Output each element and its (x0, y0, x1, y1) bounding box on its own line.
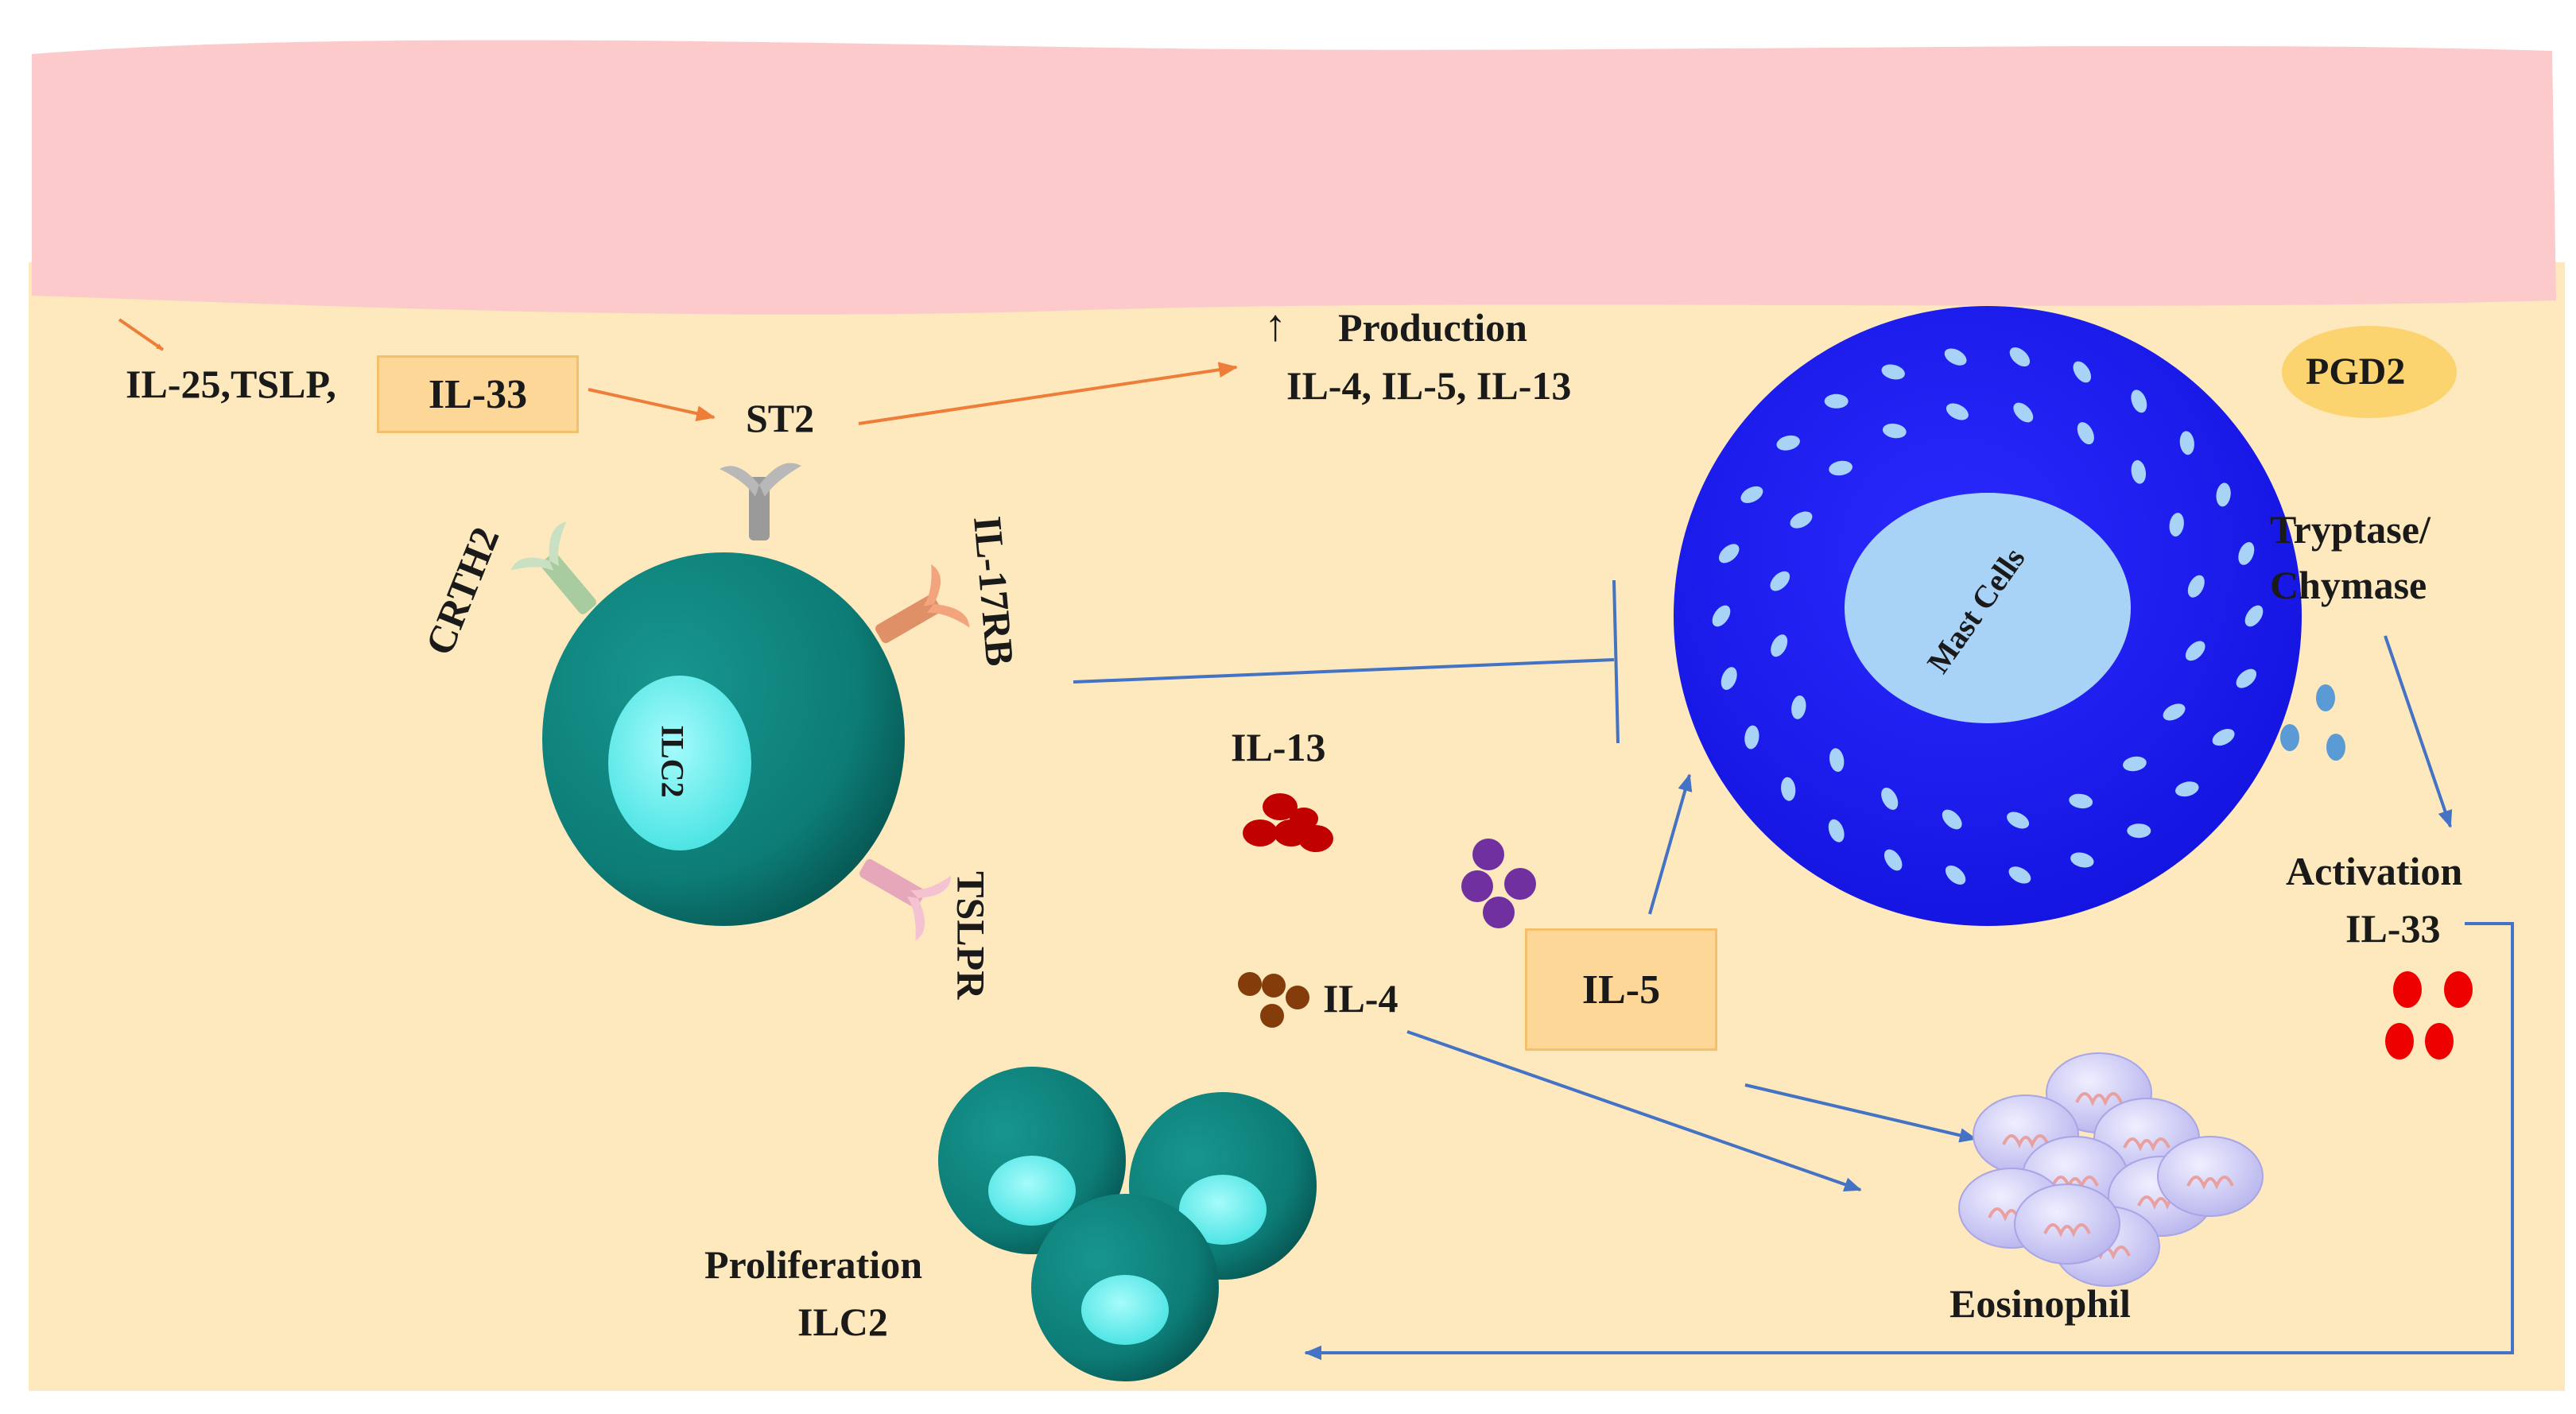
mast-granule (2238, 542, 2255, 565)
mast-granule (1791, 695, 1806, 719)
mast-granule (2185, 641, 2206, 661)
mast-granule (2131, 389, 2147, 413)
mast-granule (2212, 729, 2235, 746)
mast-granule (1781, 777, 1796, 801)
mast-granule (1828, 819, 1845, 843)
mast-granule (1770, 571, 1790, 591)
mast-granule (1881, 787, 1899, 810)
mast-granule (2216, 482, 2231, 507)
arrow-il4-to-eosinophil (1406, 1030, 1862, 1192)
arrow-il33-to-st2 (588, 388, 716, 422)
mast-granule (1946, 403, 1969, 420)
ilc2-nucleus-label: ILC2 (654, 725, 691, 798)
mast-granule (1884, 849, 1903, 871)
mast-granule (2077, 422, 2094, 445)
arrow-tryptase-to-activation (2384, 635, 2453, 828)
tryptase-label-line2: Chymase (2270, 563, 2427, 607)
activation-label-line2: IL-33 (2345, 906, 2441, 951)
proliferating-ilc2-cell (1031, 1194, 1219, 1381)
mast-granule (2169, 513, 2184, 537)
mast-granule (2131, 459, 2147, 484)
inhibition-bar (1612, 579, 1620, 744)
mast-granule (1771, 634, 1788, 657)
mast-granule (2007, 812, 2030, 829)
mast-granule (2013, 402, 2034, 423)
mast-granule (2123, 756, 2147, 772)
proliferation-label-line2: ILC2 (797, 1300, 888, 1344)
il33-dots (2385, 971, 2473, 1060)
mast-granule (2070, 852, 2094, 868)
mast-granule (1942, 809, 1962, 830)
tryptase-label-line1: Tryptase/ (2270, 507, 2431, 552)
mast-granule (1882, 423, 1907, 439)
eosinophil-cluster (1958, 1052, 2264, 1287)
arrow-il5-to-eosinophil (1744, 1083, 1977, 1143)
il4-label: IL-4 (1323, 976, 1399, 1021)
mast-granule (1945, 865, 1966, 885)
production-title: Production (1338, 305, 1527, 350)
production-arrow: ↑ (1264, 301, 1286, 351)
proliferation-label-line1: Proliferation (704, 1242, 922, 1287)
mast-granule (2236, 668, 2257, 688)
pgd2-label: PGD2 (2306, 351, 2406, 393)
tslpr-label: TSLPR (949, 871, 994, 1000)
mast-granule (1721, 667, 1737, 690)
arrow-il5-to-mast (1648, 773, 1693, 915)
mast-granule (1829, 748, 1845, 773)
ilc2-nucleus (608, 676, 751, 850)
mast-granule (1824, 393, 1849, 409)
tryptase-dots (2280, 684, 2345, 761)
eosinophil-cell (2157, 1136, 2264, 1217)
pgd2-badge (2282, 326, 2457, 418)
alarmins-label: IL-25,TSLP, (126, 362, 336, 406)
proliferating-ilc2-cells (938, 1067, 1317, 1381)
mast-granule (2187, 575, 2205, 598)
production-cytokines: IL-4, IL-5, IL-13 (1286, 363, 1572, 408)
mast-granule (2009, 347, 2031, 367)
mast-granule (1776, 435, 1800, 451)
il4-dots (1238, 972, 1309, 1028)
mast-granule (1740, 486, 1763, 503)
mast-granule (2069, 793, 2093, 809)
il5-dots (1461, 839, 1536, 928)
mast-granule (1790, 511, 1813, 529)
epithelium-layer (32, 40, 2556, 315)
mast-granule (1718, 544, 1740, 564)
st2-label: ST2 (746, 396, 815, 440)
eosinophil-label: Eosinophil (1949, 1281, 2131, 1326)
mast-granule (1881, 364, 1905, 380)
mast-granule (2179, 431, 2194, 455)
st2-receptor (720, 463, 801, 540)
mast-granule (2127, 823, 2151, 839)
il13-label: IL-13 (1231, 725, 1326, 769)
mast-granule (2163, 703, 2186, 721)
activation-label-line1: Activation (2286, 849, 2463, 893)
mast-granules (1712, 347, 2264, 885)
eosinophil-cell (2014, 1183, 2120, 1265)
arrow-il33-feedback (1304, 922, 2514, 1361)
mast-granule (2244, 605, 2264, 627)
mast-granule (2008, 866, 2031, 884)
mast-granule (1744, 725, 1759, 750)
crth2-receptor (510, 521, 597, 614)
il5-box: IL-5 (1525, 928, 1717, 1051)
arrow-entry (118, 318, 165, 351)
mast-granule (2175, 781, 2199, 797)
tslpr-receptor (859, 858, 952, 941)
ilc2-cell (510, 463, 970, 941)
il33-box: IL-33 (377, 355, 579, 433)
mast-granule (1829, 460, 1852, 476)
il13-dots (1243, 793, 1333, 852)
mast-nucleus (1845, 493, 2131, 723)
mast-granule (2073, 361, 2092, 383)
arrow-st2-to-production (858, 362, 1238, 425)
mast-granule (1944, 348, 1967, 366)
mast-granule (1712, 605, 1731, 627)
inhibition-line (1073, 658, 1615, 684)
mast-cell (1674, 306, 2302, 926)
il17rb-receptor (875, 564, 970, 644)
